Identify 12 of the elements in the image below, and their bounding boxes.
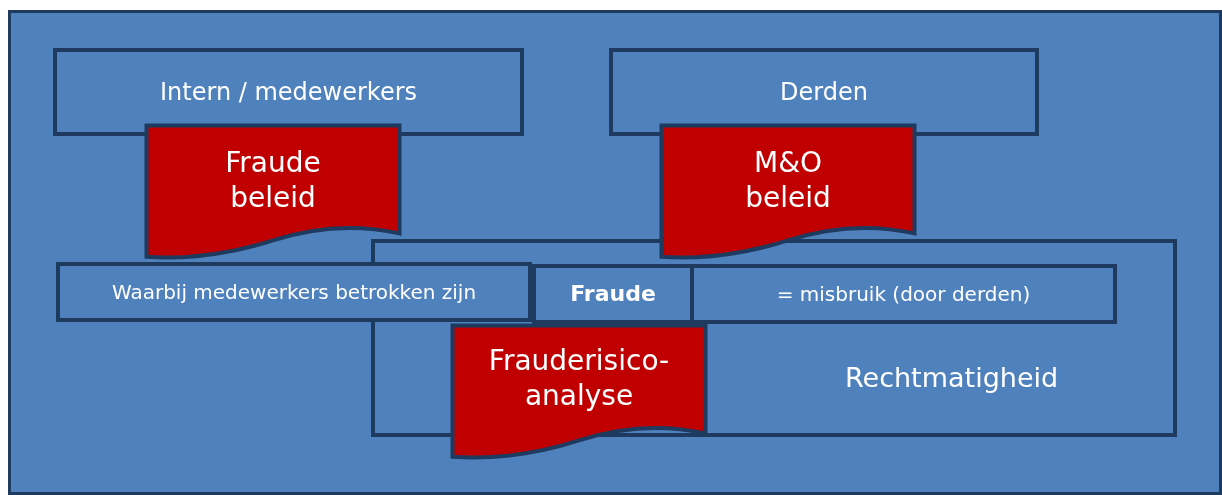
box-label: Intern / medewerkers [159, 77, 418, 107]
document-title: Fraude beleid [224, 145, 322, 215]
document-title: M&O beleid [744, 145, 832, 215]
document-title: Frauderisico-analyse [487, 343, 671, 413]
category-box [609, 48, 1039, 136]
box-label: Waarbij medewerkers betrokken zijn [111, 279, 477, 305]
box-label: Fraude [570, 280, 656, 308]
group-label: Rechtmatigheid [845, 361, 1059, 395]
box-label: Derden [780, 77, 868, 107]
category-box [56, 262, 532, 322]
box-label: = misbruik (door derden) [776, 281, 1031, 307]
category-box [53, 48, 524, 136]
